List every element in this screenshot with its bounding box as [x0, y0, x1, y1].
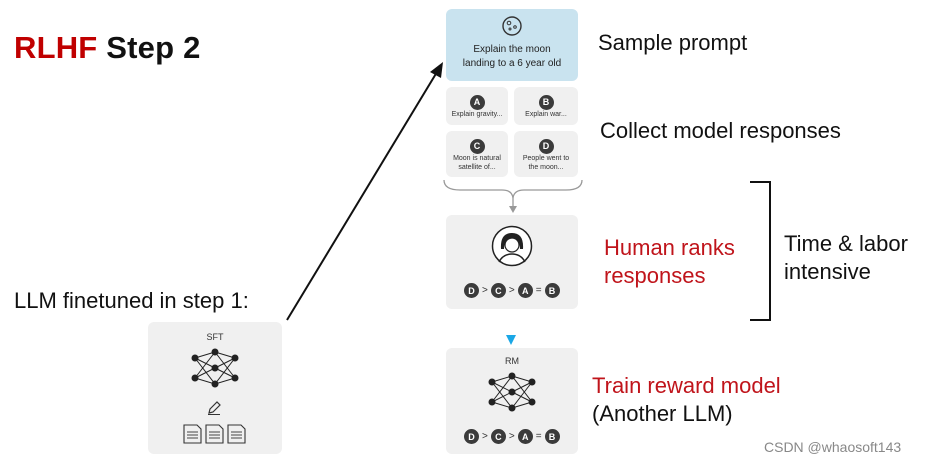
rm-rank-sym-1: > — [482, 431, 488, 442]
response-a-text: Explain gravity... — [451, 111, 503, 118]
label-human-ranks-line1: Human ranks — [604, 235, 735, 260]
page-title: RLHF Step 2 — [14, 30, 201, 66]
label-train-reward: Train reward model (Another LLM) — [592, 372, 781, 428]
moon-icon — [502, 16, 522, 36]
prompt-line2: landing to a 6 year old — [462, 57, 562, 69]
response-card-b: B Explain war... — [514, 87, 578, 125]
response-c-line1: Moon is natural — [453, 155, 501, 162]
title-step: Step 2 — [106, 30, 201, 65]
label-human-ranks-line2: responses — [604, 263, 706, 288]
rm-rank-badge-d: D — [464, 429, 479, 444]
label-collect-responses: Collect model responses — [600, 118, 841, 143]
prompt-card: Explain the moon landing to a 6 year old — [446, 9, 578, 81]
pencil-icon — [208, 401, 221, 415]
response-card-d: D People went to the moon... — [514, 131, 578, 177]
rank-badge-c: C — [490, 283, 506, 298]
title-rlhf: RLHF — [14, 30, 98, 65]
rm-ranking-row: D > C > A = B — [464, 429, 560, 444]
rank-sym-2: > — [508, 285, 515, 296]
rank-badge-a: A — [517, 283, 533, 298]
human-ranking-row: D > C > A = B — [464, 283, 560, 298]
label-time-labor: Time & labor intensive — [784, 230, 908, 286]
badge-a: A — [469, 94, 485, 110]
rm-label: RM — [505, 356, 519, 366]
badge-d: D — [538, 138, 554, 154]
response-c-text: Moon is natural satellite of... — [446, 154, 508, 172]
time-labor-bracket — [750, 181, 771, 321]
response-c-line2: satellite of... — [458, 164, 496, 172]
rm-rank-sym-2: > — [508, 431, 515, 442]
label-train-reward-line2: (Another LLM) — [592, 401, 733, 426]
human-avatar-icon — [491, 225, 533, 267]
rm-rank-badge-a: A — [517, 429, 533, 444]
label-time-labor-line1: Time & labor — [784, 231, 908, 256]
label-human-ranks: Human ranks responses — [604, 234, 735, 290]
rm-rank-badge-c: C — [490, 429, 506, 444]
rank-sym-1: > — [482, 285, 488, 296]
prompt-text: Explain the moon landing to a 6 year old — [446, 43, 578, 70]
sft-label: SFT — [206, 332, 224, 342]
label-train-reward-line1: Train reward model — [592, 373, 781, 398]
rm-network-icon — [488, 372, 536, 412]
badge-c: C — [469, 138, 485, 154]
down-arrow-icon — [506, 335, 516, 345]
response-card-c: C Moon is natural satellite of... — [446, 131, 508, 177]
response-d-text: People went to the moon... — [514, 154, 578, 172]
sft-network-icon — [191, 348, 239, 388]
documents-icon — [183, 424, 246, 444]
badge-b: B — [538, 94, 554, 110]
response-card-a: A Explain gravity... — [446, 87, 508, 125]
rm-card: RM D > C > A = B — [446, 348, 578, 454]
sft-card: SFT — [148, 322, 282, 454]
prompt-line1: Explain the moon — [473, 44, 551, 55]
label-time-labor-line2: intensive — [784, 259, 871, 284]
response-d-line1: People went to — [522, 155, 570, 162]
rank-sym-3: = — [535, 285, 542, 296]
response-d-line2: the moon... — [528, 164, 564, 172]
human-rank-card: D > C > A = B — [446, 215, 578, 309]
rm-rank-badge-b: B — [544, 429, 560, 444]
rank-badge-d: D — [464, 283, 479, 298]
watermark-text: CSDN @whaosoft143 — [764, 439, 902, 455]
rank-badge-b: B — [544, 283, 560, 298]
collect-brace — [443, 179, 583, 213]
label-sample-prompt: Sample prompt — [598, 30, 748, 55]
rm-rank-sym-3: = — [535, 431, 542, 442]
response-b-text: Explain war... — [525, 111, 567, 118]
label-llm-finetuned: LLM finetuned in step 1: — [14, 288, 249, 313]
